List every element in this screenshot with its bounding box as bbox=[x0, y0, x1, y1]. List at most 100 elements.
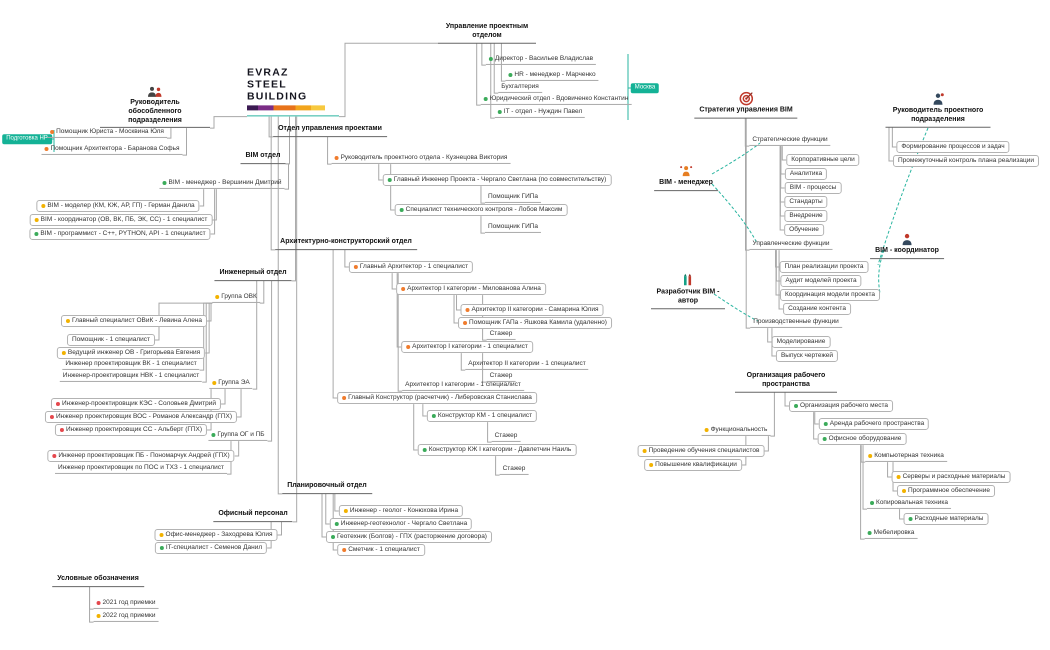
topic-furn[interactable]: Мебелировка bbox=[864, 529, 918, 540]
topic-pm-dept[interactable]: Управление проектным отделом bbox=[438, 23, 536, 44]
topic-pl-1[interactable]: Инженер - геолог - Конюхова Ирина bbox=[338, 504, 464, 518]
topic-og-1[interactable]: Инженер проектировщик ПБ - Пономарчук Ан… bbox=[47, 449, 235, 463]
topic-pm-5[interactable]: IT - отдел - Нуждин Павел bbox=[494, 108, 586, 119]
topic-office[interactable]: Офисный персонал bbox=[213, 510, 293, 522]
topic-upr[interactable]: Отдел управления проектами bbox=[273, 125, 387, 137]
topic-head-office[interactable]: Руководитель обособленного подразделения bbox=[100, 86, 210, 129]
topic-pf[interactable]: Производственные функции bbox=[750, 318, 842, 329]
topic-group-ovk[interactable]: Группа ОВК bbox=[212, 293, 260, 304]
topic-pm-2[interactable]: HR - менеджер - Марченко bbox=[505, 71, 599, 82]
topic-uf-2[interactable]: Аудит моделей проекта bbox=[780, 274, 862, 288]
topic-ruk-po[interactable]: Руководитель проектного отдела - Кузнецо… bbox=[331, 154, 511, 165]
topic-staj-2[interactable]: Стажер bbox=[486, 372, 516, 383]
topic-a1-3[interactable]: Архитектор I категории - 1 специалист bbox=[402, 381, 524, 392]
topic-logo[interactable]: EVRAZ STEEL BUILDING bbox=[247, 66, 339, 117]
topic-bim-dept[interactable]: BIM отдел bbox=[240, 152, 286, 164]
topic-a1-2[interactable]: Архитектор I категории - 1 специалист bbox=[401, 340, 533, 354]
topic-bim-coord[interactable]: BIM - координатор (ОВ, ВК, ПБ, ЭК, СС) -… bbox=[29, 213, 213, 227]
topic-org-3[interactable]: Офисное оборудование bbox=[817, 432, 907, 446]
topic-ovk-3[interactable]: Ведущий инженер ОВ - Григорьева Евгения bbox=[56, 346, 206, 360]
topic-bim-mgr-role[interactable]: BIM - менеджер bbox=[654, 165, 718, 191]
topic-stk-pom[interactable]: Помощник ГИПа bbox=[484, 223, 542, 234]
topic-staj-3[interactable]: Стажер bbox=[491, 432, 521, 443]
topic-pl-2[interactable]: Инженер-геотехнолог - Чергало Светлана bbox=[329, 517, 473, 531]
topic-legend[interactable]: Условные обозначения bbox=[52, 575, 144, 587]
topic-km[interactable]: Конструктор КМ - 1 специалист bbox=[426, 409, 538, 423]
topic-gip-pom[interactable]: Помощник ГИПа bbox=[484, 193, 542, 204]
topic-pf-2[interactable]: Выпуск чертежей bbox=[775, 349, 839, 363]
topic-office-1[interactable]: Офис-менеджер - Заходрева Юлия bbox=[154, 528, 278, 542]
topic-copy-1[interactable]: Расходные материалы bbox=[903, 512, 989, 526]
topic-pm-4[interactable]: Юридический отдел - Вдовиченко Константи… bbox=[480, 95, 632, 106]
topic-ovk-1[interactable]: Главный специалист ОВиК - Левина Алена bbox=[60, 314, 208, 328]
topic-gk[interactable]: Главный Конструктор (расчетчик) - Либеро… bbox=[337, 391, 537, 405]
topic-ea-1[interactable]: Инженер-проектировщик КЭС - Соловьев Дми… bbox=[50, 397, 222, 411]
yellow-status-dot bbox=[96, 614, 101, 618]
topic-copy[interactable]: Копировальная техника bbox=[867, 499, 951, 510]
topic-group-og[interactable]: Группа ОГ и ПБ bbox=[208, 431, 268, 442]
topic-tag-moscow[interactable]: Москва bbox=[630, 83, 660, 93]
topic-ovk-4[interactable]: Инженер проектировщик ВК - 1 специалист bbox=[62, 360, 200, 371]
topic-group-ea[interactable]: Группа ЭА bbox=[209, 379, 253, 390]
topic-leg-2[interactable]: 2022 год приемки bbox=[93, 612, 159, 623]
topic-ovk-5[interactable]: Инженер-проектировщик НВК - 1 специалист bbox=[59, 372, 203, 383]
topic-pom-gap[interactable]: Помощник ГАПа - Яшкова Камила (удаленно) bbox=[458, 316, 612, 330]
topic-leg-1[interactable]: 2021 год приемки bbox=[93, 599, 159, 610]
topic-eng-dept[interactable]: Инженерный отдел bbox=[214, 269, 292, 281]
topic-comp-2[interactable]: Программное обеспечение bbox=[897, 484, 995, 498]
topic-staj-1[interactable]: Стажер bbox=[486, 330, 516, 341]
topic-office-2[interactable]: IT-специалист - Семенов Данил bbox=[154, 541, 268, 555]
topic-ea-2[interactable]: Инженер проектировщик ВОС - Романов Алек… bbox=[44, 410, 238, 424]
topic-head-proj[interactable]: Руководитель проектного подразделения bbox=[885, 93, 991, 128]
topic-pom-urist[interactable]: Помощник Юриста - Москвина Юля bbox=[47, 128, 167, 139]
topic-gip[interactable]: Главный Инженер Проекта - Чергало Светла… bbox=[382, 173, 612, 187]
topic-staj-4[interactable]: Стажер bbox=[499, 465, 529, 476]
topic-pl-4[interactable]: Сметчик - 1 специалист bbox=[337, 543, 425, 557]
topic-func[interactable]: Функциональность bbox=[701, 426, 771, 437]
topic-sf-1[interactable]: Корпоративные цели bbox=[786, 153, 860, 167]
topic-tag-hr[interactable]: Подготовка НР bbox=[2, 134, 52, 144]
topic-bim-manager[interactable]: BIM - менеджер - Вершинин Дмитрий bbox=[159, 179, 285, 190]
topic-hp-2[interactable]: Промежуточный контроль плана реализации bbox=[892, 154, 1040, 168]
topic-dev-role[interactable]: Разработчик BIM - автор bbox=[651, 273, 725, 309]
topic-ea-3[interactable]: Инженер проектировщик СС - Альберт (ГПХ) bbox=[54, 423, 208, 437]
topic-pf-1[interactable]: Моделирование bbox=[771, 335, 831, 349]
topic-uf-1[interactable]: План реализации проекта bbox=[779, 260, 869, 274]
topic-comp[interactable]: Компьютерная техника bbox=[865, 452, 947, 463]
topic-uf-3[interactable]: Координация модели проекта bbox=[780, 288, 880, 302]
topic-strategy[interactable]: Стратегия управления BIM bbox=[694, 91, 798, 119]
topic-sf-5[interactable]: Внедрение bbox=[784, 209, 828, 223]
topic-pm-3[interactable]: Бухгалтерия bbox=[498, 83, 542, 94]
topic-ovk-2[interactable]: Помощник - 1 специалист bbox=[67, 333, 155, 347]
topic-pom-arch[interactable]: Помощник Архитектора - Баранова Софья bbox=[41, 145, 183, 156]
topic-sf[interactable]: Стратегические функции bbox=[749, 136, 831, 147]
topic-hp-1[interactable]: Формирование процессов и задач bbox=[896, 140, 1010, 154]
topic-sf-3[interactable]: BIM - процессы bbox=[784, 181, 842, 195]
topic-org[interactable]: Организация рабочего пространства bbox=[735, 372, 837, 393]
topic-uf-4[interactable]: Создание контента bbox=[783, 302, 851, 316]
topic-func-2[interactable]: Повышение квалификации bbox=[644, 458, 742, 472]
topic-bim-modeler[interactable]: BIM - моделер (КМ, КЖ, АР, ГП) - Герман … bbox=[36, 199, 200, 213]
topic-og-2[interactable]: Инженер проектировщик по ПОС и ТХЗ - 1 с… bbox=[55, 464, 227, 475]
topic-pm-1[interactable]: Директор - Васильев Владислав bbox=[485, 55, 597, 66]
topic-sf-6[interactable]: Обучение bbox=[784, 223, 824, 237]
topic-a2-2[interactable]: Архитектор II категории - 1 специалист bbox=[465, 360, 589, 371]
topic-a2-1[interactable]: Архитектор II категории - Самарина Юлия bbox=[460, 303, 604, 317]
topic-org-1[interactable]: Организация рабочего места bbox=[789, 399, 893, 413]
topic-comp-1[interactable]: Серверы и расходные материалы bbox=[891, 470, 1011, 484]
topic-stk[interactable]: Специалист технического контроля - Лобов… bbox=[394, 203, 568, 217]
topic-bim-prog[interactable]: BIM - программист - С++, PYTHON, API - 1… bbox=[29, 227, 211, 241]
topic-sf-2[interactable]: Аналитика bbox=[784, 167, 828, 181]
topic-content: Программное обеспечение bbox=[902, 487, 990, 495]
topic-uf[interactable]: Управленческие функции bbox=[749, 240, 833, 251]
topic-ga[interactable]: Главный Архитектор - 1 специалист bbox=[348, 260, 474, 274]
topic-plan[interactable]: Планировочный отдел bbox=[282, 482, 372, 494]
topic-sf-4[interactable]: Стандарты bbox=[784, 195, 828, 209]
topic-org-2[interactable]: Аренда рабочего пространства bbox=[818, 417, 930, 431]
topic-pl-3[interactable]: Геотехник (Болгов) - ГПХ (расторжение до… bbox=[326, 530, 492, 544]
topic-coord-role[interactable]: BIM - координатор bbox=[870, 233, 944, 259]
topic-kj[interactable]: Конструктор КЖ I категории - Давлетчин Н… bbox=[417, 443, 577, 457]
topic-ak[interactable]: Архитектурно-конструкторский отдел bbox=[275, 238, 417, 250]
topic-func-1[interactable]: Проведение обучения специалистов bbox=[637, 444, 765, 458]
topic-a1-1[interactable]: Архитектор I категории - Милованова Алин… bbox=[396, 282, 546, 296]
